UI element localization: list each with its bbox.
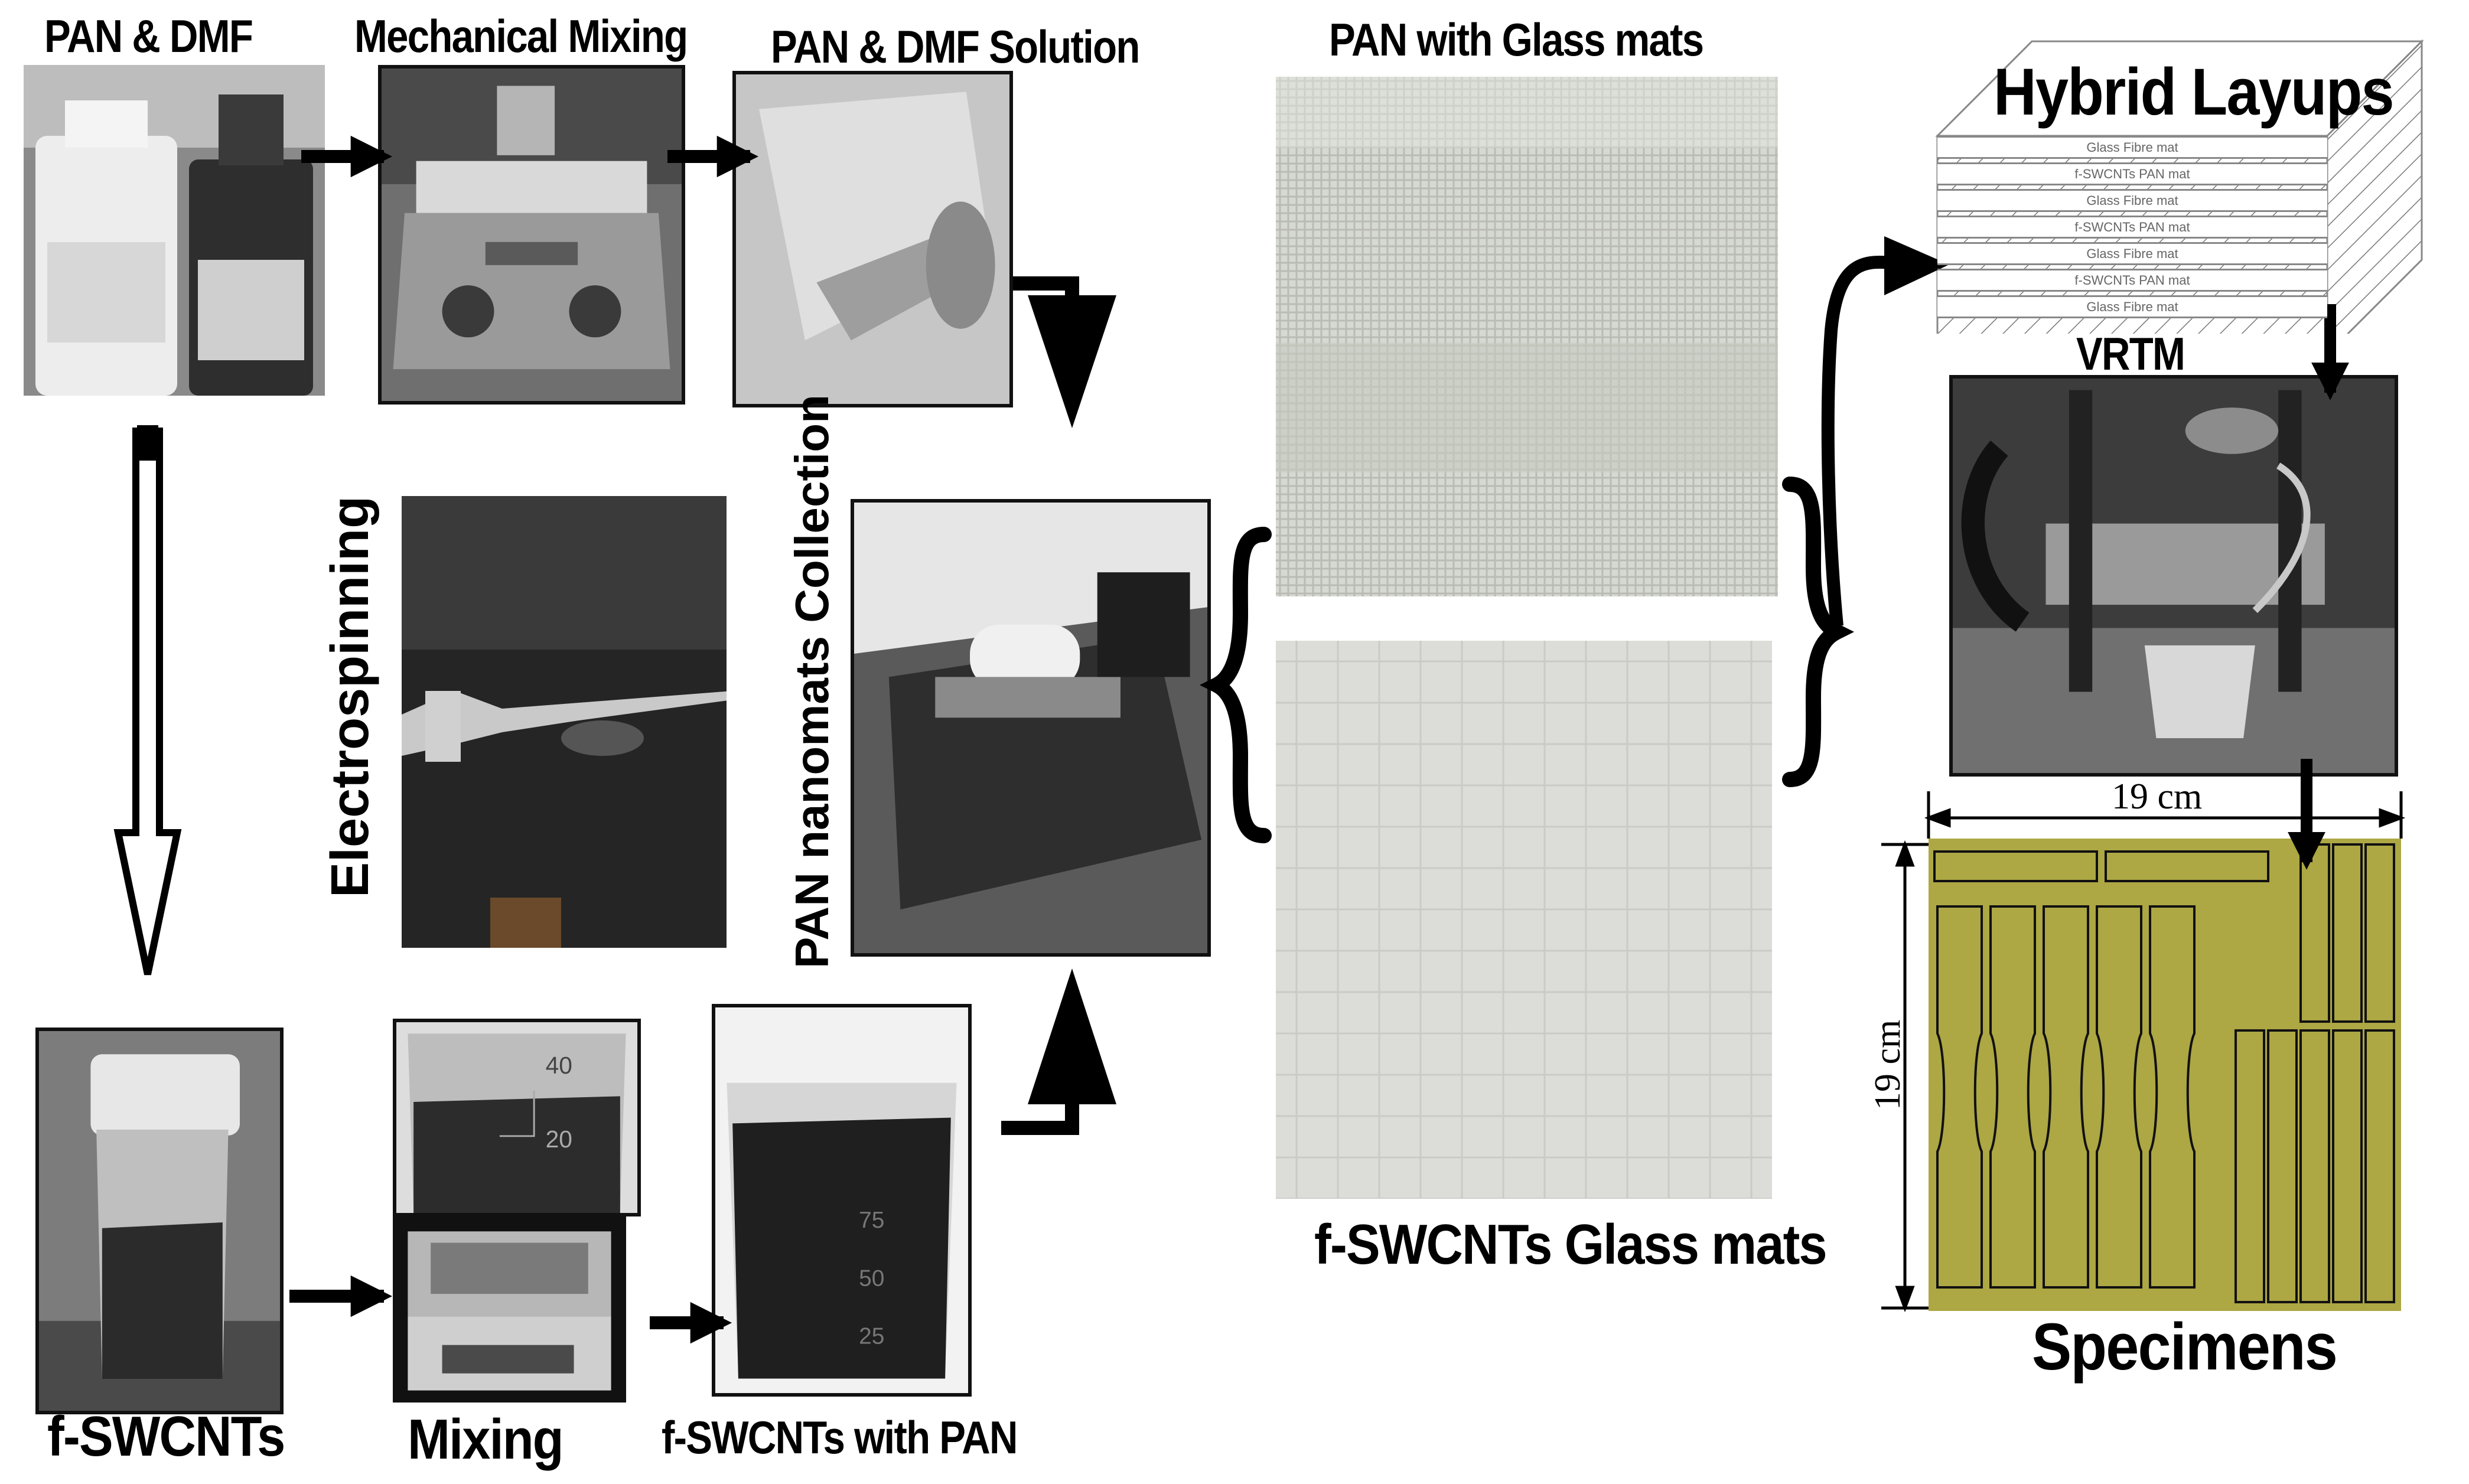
- layup-layer: f-SWCNTs PAN mat: [1937, 269, 2327, 292]
- layup-layer-label: f-SWCNTs PAN mat: [2074, 272, 2190, 288]
- label-fswcnts-glass-mats: f-SWCNTs Glass mats: [1314, 1213, 1828, 1276]
- label-electrospinning: Electrospinning: [321, 495, 380, 898]
- electrospinning-needle-photo: [402, 496, 727, 948]
- ultrasonic-bath-photo: [393, 1216, 626, 1403]
- arrow-solution-to-nanomats: [1013, 276, 1116, 428]
- right-brace: [1782, 477, 1855, 787]
- hollow-arrow-down: [113, 425, 182, 976]
- label-hybrid-layups: Hybrid Layups: [1994, 55, 2395, 129]
- label-pan-dmf: PAN & DMF: [44, 10, 253, 62]
- magnetic-stirrer-photo: [378, 65, 685, 405]
- label-specimens: Specimens: [2032, 1310, 2338, 1384]
- layup-layer: Glass Fibre mat: [1937, 295, 2327, 318]
- pan-dmf-bottles-photo: [24, 65, 325, 396]
- layup-layer-label: Glass Fibre mat: [2086, 299, 2178, 314]
- width-dimension-label: 19 cm: [2112, 777, 2203, 817]
- layup-layer-label: f-SWCNTs PAN mat: [2074, 166, 2190, 181]
- fswcnts-pan-beaker-photo: 75 50 25: [712, 1004, 972, 1397]
- small-beaker-mark-top: 40: [546, 1052, 572, 1079]
- large-beaker-mark-bottom: 25: [859, 1323, 884, 1349]
- layup-layer-label: Glass Fibre mat: [2086, 246, 2178, 261]
- layup-layer-label: Glass Fibre mat: [2086, 193, 2178, 208]
- label-pan-dmf-solution: PAN & DMF Solution: [771, 21, 1140, 73]
- fswcnts-glass-mat-photo: [1276, 641, 1772, 1199]
- large-beaker-mark-top: 75: [859, 1208, 884, 1233]
- label-mixing: Mixing: [408, 1408, 564, 1471]
- layup-layer: Glass Fibre mat: [1937, 136, 2327, 159]
- mixing-beaker-photo: 40 20: [393, 1019, 641, 1216]
- height-dimension-label: 19 cm: [1868, 1019, 1908, 1110]
- layup-layer: f-SWCNTs PAN mat: [1937, 216, 2327, 239]
- label-pan-glass-mats: PAN with Glass mats: [1329, 14, 1704, 66]
- vrtm-setup-photo: [1949, 375, 2398, 777]
- label-fswcnts-with-pan: f-SWCNTs with PAN: [662, 1411, 1018, 1463]
- specimens-panel: [1929, 839, 2401, 1311]
- layup-layer-label: Glass Fibre mat: [2086, 139, 2178, 155]
- arrow-beaker-to-nanomats: [1001, 968, 1116, 1135]
- pan-glass-mat-photo: [1276, 77, 1778, 596]
- layup-layer: Glass Fibre mat: [1937, 189, 2327, 212]
- label-mechanical-mixing: Mechanical Mixing: [354, 10, 688, 62]
- layup-layer: Glass Fibre mat: [1937, 242, 2327, 265]
- label-fswcnts: f-SWCNTs: [47, 1405, 285, 1468]
- small-beaker-mark-bottom: 20: [546, 1126, 572, 1153]
- large-beaker-mark-mid: 50: [859, 1266, 884, 1291]
- label-vrtm: VRTM: [2076, 328, 2185, 380]
- fswcnts-vial-photo: [35, 1028, 284, 1414]
- label-pan-nanomats-collection: PAN nanomats Collection: [786, 394, 838, 968]
- left-brace: [1199, 527, 1272, 843]
- pan-dmf-solution-photo: [732, 71, 1013, 407]
- layup-layer: f-SWCNTs PAN mat: [1937, 162, 2327, 185]
- nanomats-collector-photo: [851, 499, 1211, 957]
- layup-layer-label: f-SWCNTs PAN mat: [2074, 219, 2190, 234]
